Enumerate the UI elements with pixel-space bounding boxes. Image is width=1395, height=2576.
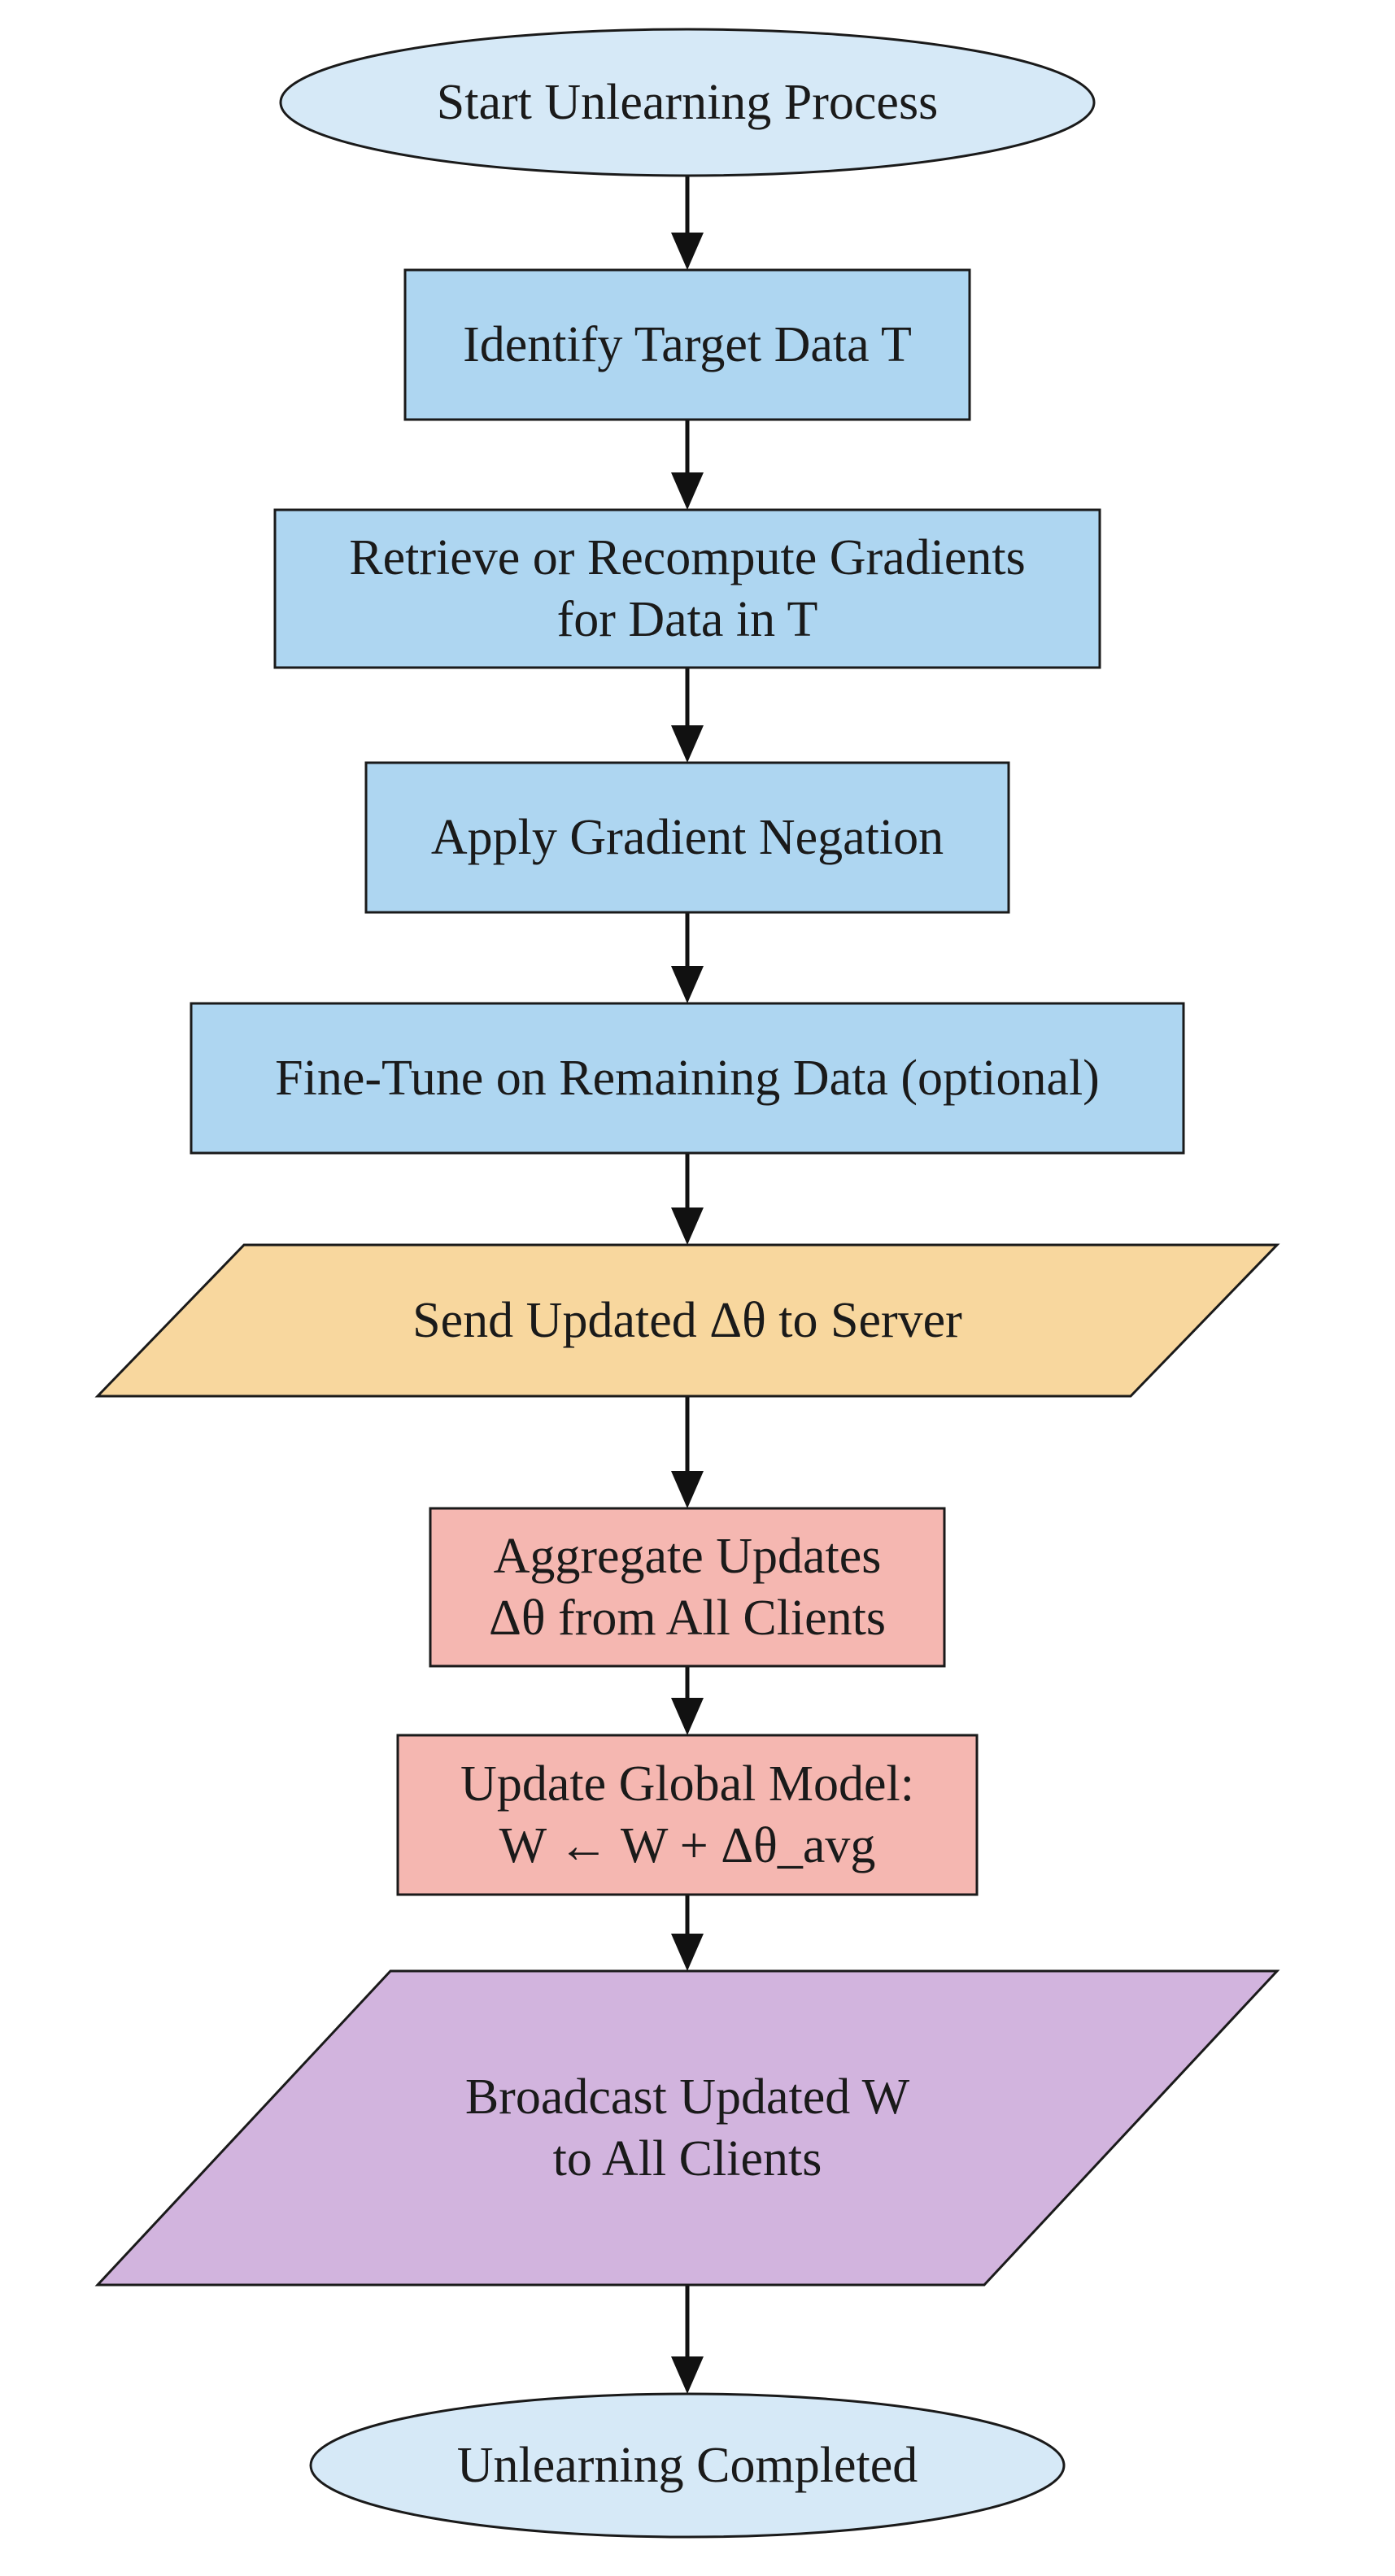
edges-layer xyxy=(671,176,704,2394)
node-label-line: Start Unlearning Process xyxy=(437,75,938,130)
process-box xyxy=(273,508,1101,669)
node-label-line: Send Updated Δθ to Server xyxy=(412,1293,962,1348)
edge-start-to-identify xyxy=(671,176,704,270)
node-retrieve: Retrieve or Recompute Gradients for Data … xyxy=(273,508,1101,669)
node-broadcast: Broadcast Updated W to All Clients xyxy=(94,1969,1280,2287)
node-send: Send Updated Δθ to Server xyxy=(94,1243,1280,1398)
edge-negation-to-finetune xyxy=(671,912,704,1003)
edge-broadcast-to-end xyxy=(671,2285,704,2394)
node-label-line: Δθ from All Clients xyxy=(489,1590,886,1646)
node-aggregate: Aggregate Updates Δθ from All Clients xyxy=(429,1507,946,1668)
io-parallelogram xyxy=(94,1243,1280,1398)
node-label-line: to All Clients xyxy=(553,2131,822,2187)
node-start: Start Unlearning Process xyxy=(279,28,1096,177)
node-label-line: for Data in T xyxy=(557,592,818,647)
arrowhead-icon xyxy=(671,1698,704,1735)
edge-update-to-broadcast xyxy=(671,1895,704,1971)
node-label-line: Apply Gradient Negation xyxy=(431,810,944,865)
node-label-line: W ← W + Δθ_avg xyxy=(499,1818,876,1873)
node-label-line: Update Global Model: xyxy=(460,1756,914,1812)
arrowhead-icon xyxy=(671,1934,704,1971)
edge-retrieve-to-negation xyxy=(671,668,704,763)
process-box xyxy=(396,1734,979,1896)
process-box xyxy=(403,268,971,421)
edge-finetune-to-send xyxy=(671,1153,704,1245)
arrowhead-icon xyxy=(671,725,704,763)
node-label-line: Identify Target Data T xyxy=(463,317,912,372)
node-update: Update Global Model: W ← W + Δθ_avg xyxy=(396,1734,979,1896)
node-finetune: Fine-Tune on Remaining Data (optional) xyxy=(190,1002,1185,1155)
io-parallelogram xyxy=(94,1969,1280,2287)
edge-aggregate-to-update xyxy=(671,1666,704,1735)
arrowhead-icon xyxy=(671,472,704,510)
process-box xyxy=(429,1507,946,1668)
arrowhead-icon xyxy=(671,966,704,1003)
arrowhead-icon xyxy=(671,1208,704,1245)
edge-send-to-aggregate xyxy=(671,1396,704,1508)
node-label-line: Retrieve or Recompute Gradients xyxy=(349,530,1026,585)
arrowhead-icon xyxy=(671,233,704,270)
node-label-line: Fine-Tune on Remaining Data (optional) xyxy=(275,1051,1100,1106)
process-box xyxy=(190,1002,1185,1155)
node-negation: Apply Gradient Negation xyxy=(364,761,1010,914)
arrowhead-icon xyxy=(671,1471,704,1508)
node-label-line: Unlearning Completed xyxy=(457,2438,918,2493)
node-label-line: Broadcast Updated W xyxy=(465,2069,910,2125)
node-end: Unlearning Completed xyxy=(309,2392,1066,2539)
node-identify: Identify Target Data T xyxy=(403,268,971,421)
terminal-ellipse xyxy=(309,2392,1066,2539)
node-label-line: Aggregate Updates xyxy=(494,1529,882,1584)
process-box xyxy=(364,761,1010,914)
edge-identify-to-retrieve xyxy=(671,420,704,510)
terminal-ellipse xyxy=(279,28,1096,177)
arrowhead-icon xyxy=(671,2356,704,2394)
